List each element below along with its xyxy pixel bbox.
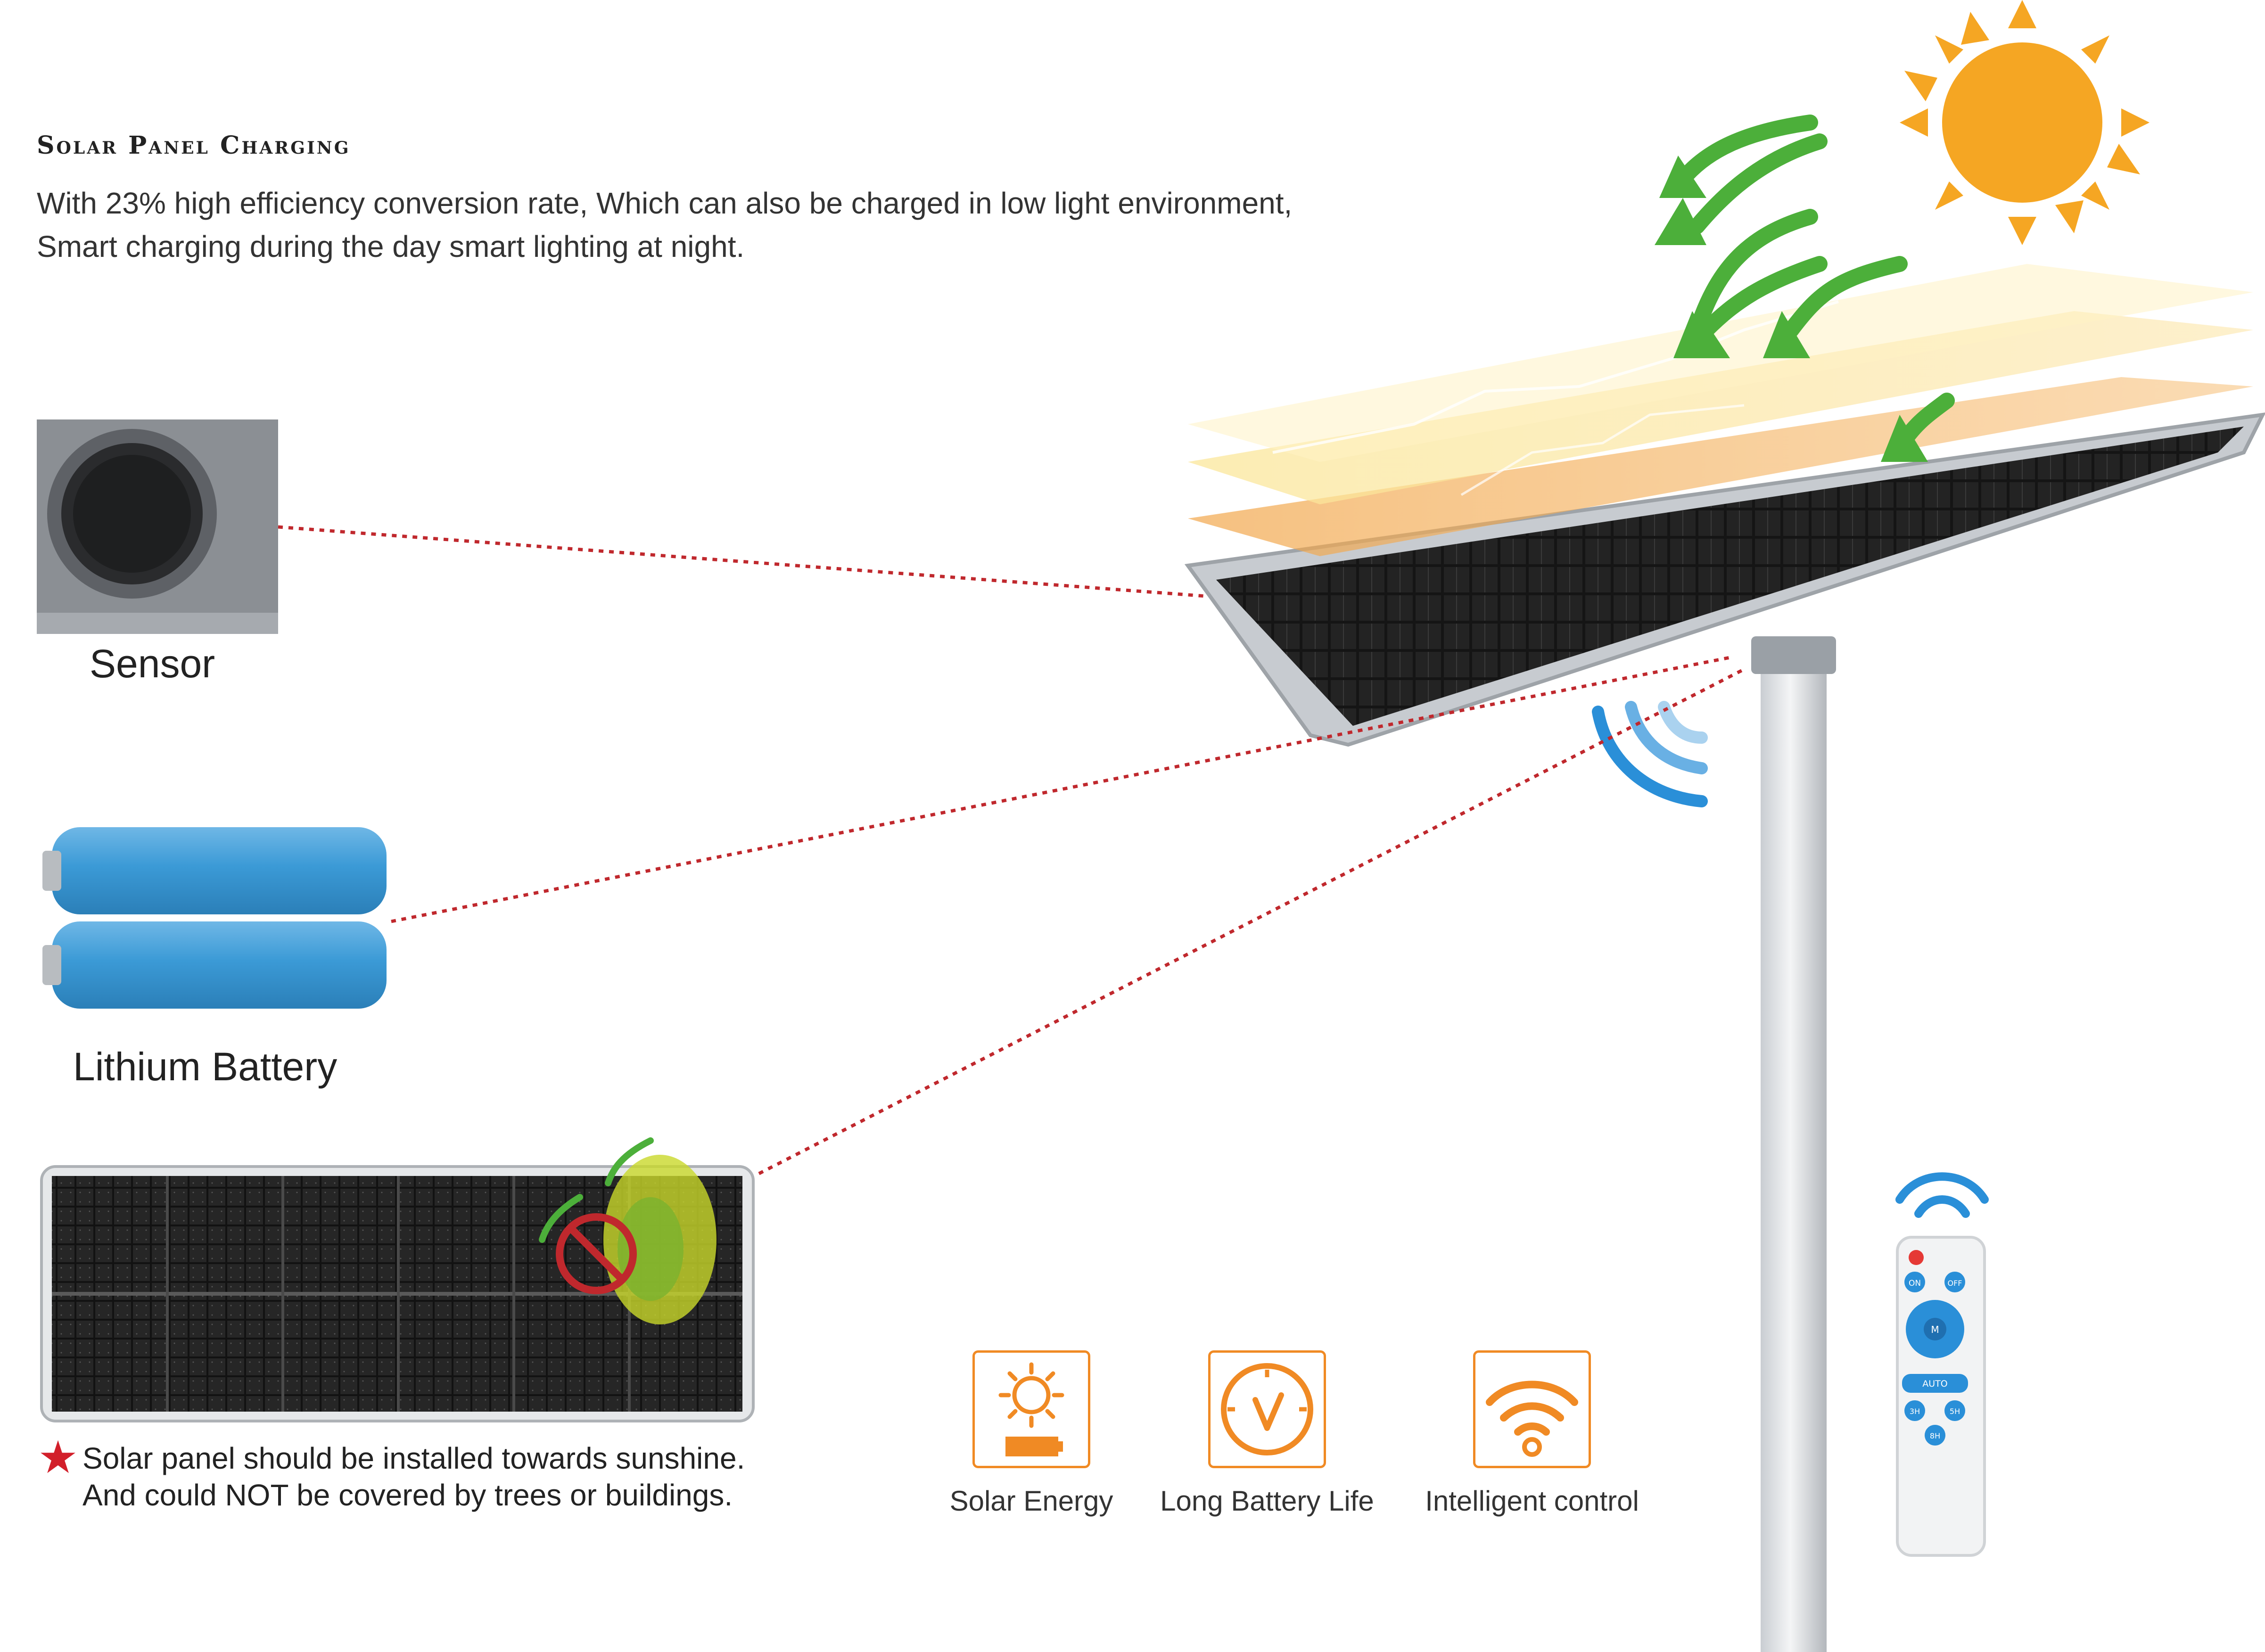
lithium-battery-image <box>42 827 387 1009</box>
remote-signal-icon <box>1895 1172 1989 1218</box>
wifi-icon <box>1486 1381 1578 1457</box>
feature-label-solar-energy: Solar Energy <box>949 1485 1113 1517</box>
intro-line-1: With 23% high efficiency conversion rate… <box>37 186 1293 220</box>
star-icon: ★ <box>38 1432 79 1483</box>
remote-m-label: M <box>1931 1324 1939 1335</box>
intro-line-2: Smart charging during the day smart ligh… <box>37 230 745 263</box>
note-line-1: Solar panel should be installed towards … <box>82 1441 745 1475</box>
remote-3h-label: 3H <box>1910 1407 1920 1416</box>
remote-on-label: ON <box>1909 1279 1921 1288</box>
connector-lines <box>278 525 1745 1175</box>
wireless-signal-icon <box>1592 701 1708 807</box>
remote-control-image: ON OFF M AUTO 3H 5H 8H <box>1895 1172 1989 1557</box>
no-entry-icon <box>556 1213 637 1294</box>
feature-label-long-battery-life: Long Battery Life <box>1160 1485 1374 1517</box>
clock-icon <box>1221 1363 1313 1455</box>
feature-label-intelligent-control: Intelligent control <box>1425 1485 1639 1517</box>
note-line-2: And could NOT be covered by trees or bui… <box>82 1478 733 1512</box>
intro-text: With 23% high efficiency conversion rate… <box>37 181 1498 268</box>
installation-note: Solar panel should be installed towards … <box>82 1440 745 1513</box>
feature-solar-energy <box>972 1350 1090 1468</box>
remote-off-label: OFF <box>1948 1279 1962 1288</box>
lamp-pole <box>1761 650 1827 1652</box>
sensor-image <box>37 419 278 634</box>
remote-8h-label: 8H <box>1930 1431 1940 1440</box>
pole-bracket <box>1751 636 1836 674</box>
sun-battery-icon <box>998 1362 1064 1456</box>
sun-icon <box>1900 0 2150 245</box>
battery-label: Lithium Battery <box>73 1044 338 1089</box>
remote-5h-label: 5H <box>1950 1407 1960 1416</box>
solar-panel-image <box>40 1137 755 1422</box>
feature-long-battery-life <box>1208 1350 1326 1468</box>
solar-panel-head <box>1184 264 2265 747</box>
sunlight-arrows <box>1675 115 1908 338</box>
remote-auto-label: AUTO <box>1922 1379 1947 1389</box>
feature-intelligent-control <box>1473 1350 1591 1468</box>
section-title: Solar Panel Charging <box>37 131 351 160</box>
sensor-label: Sensor <box>90 641 215 686</box>
